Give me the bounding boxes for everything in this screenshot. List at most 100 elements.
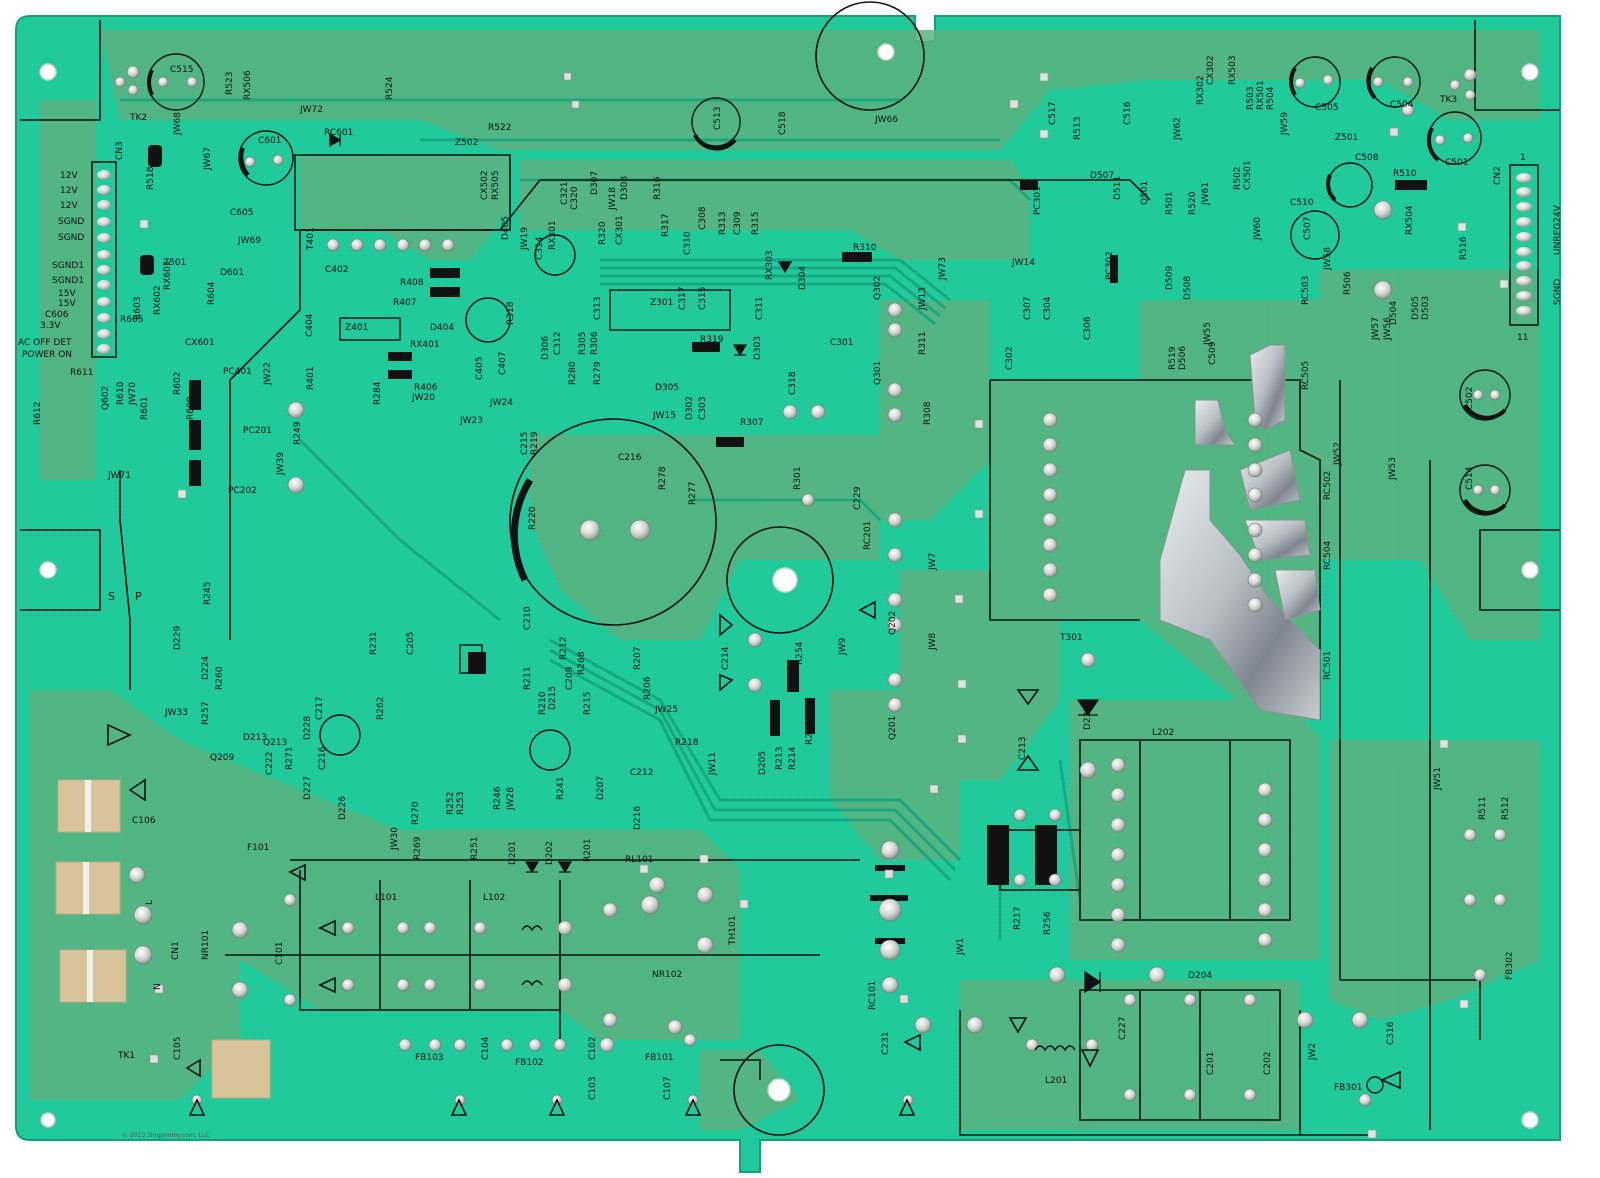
component-ref-label: JW8	[928, 632, 938, 651]
cn3-pin-label: SGND1	[52, 276, 84, 286]
component-ref-label: JW66	[874, 115, 898, 125]
component-ref-label: FB302	[1505, 951, 1515, 980]
component-ref-label: Z301	[650, 298, 673, 308]
component-ref-label: C513	[713, 107, 723, 130]
component-ref-label: D205	[758, 751, 768, 775]
component-ref-label: C317	[678, 287, 688, 310]
component-ref-label: JW30	[390, 827, 400, 851]
component-ref-label: R206	[643, 676, 653, 700]
component-ref-label: D505	[1411, 296, 1421, 320]
component-ref-label: JW59	[1280, 112, 1290, 136]
board-markers: S P TK1 TK2 TK3	[108, 95, 1457, 1061]
component-ref-label: R320	[598, 221, 608, 245]
component-ref-label: R611	[70, 368, 93, 378]
component-ref-label: RC501	[1323, 651, 1333, 680]
component-ref-label: R501	[1165, 192, 1175, 215]
component-ref-label: R504	[1266, 86, 1276, 110]
component-ref-label: C201	[1206, 1052, 1216, 1075]
component-ref-label: RC503	[1301, 276, 1311, 305]
component-ref-label: R520	[1188, 191, 1198, 215]
cn1-pin-n: N	[153, 983, 163, 990]
component-ref-label: T301	[1059, 633, 1083, 643]
component-ref-label: R605	[120, 315, 143, 325]
component-ref-label: R210	[538, 691, 548, 715]
component-ref-label: R306	[590, 331, 600, 355]
ic-outlines	[339, 289, 731, 674]
component-ref-label: JW52	[1333, 442, 1343, 466]
component-ref-label: Q602	[101, 386, 111, 410]
cn2-connector	[1509, 164, 1539, 326]
component-ref-label: TH101	[728, 916, 738, 946]
component-ref-label: C304	[1043, 296, 1053, 320]
component-ref-label: R315	[751, 212, 761, 235]
component-ref-label: Q202	[888, 611, 898, 635]
component-ref-label: C212	[630, 768, 653, 778]
cn1-labels: CN1 L N	[145, 900, 181, 990]
component-ref-label: D215	[548, 686, 558, 710]
silkscreen-lines	[20, 1, 1560, 1136]
cn3-pin-label: SGND1	[52, 261, 84, 271]
component-ref-label: R519	[1168, 346, 1178, 370]
component-ref-label: RL101	[625, 855, 653, 865]
component-ref-label: L102	[483, 893, 505, 903]
component-ref-label: C101	[275, 942, 285, 965]
cn2-ref: CN2	[1493, 166, 1503, 185]
marker-tk1: TK1	[117, 1051, 135, 1061]
smd-components	[140, 145, 1427, 944]
cn1-ref: CN1	[171, 941, 181, 960]
copper-pours	[30, 30, 1540, 1130]
component-ref-label: C301	[830, 338, 853, 348]
component-ref-label: C106	[132, 816, 156, 826]
cn3-pin-label: SGND	[58, 217, 84, 227]
cn2-pin-last: 11	[1517, 333, 1528, 343]
component-ref-label: R610	[116, 381, 126, 405]
component-ref-label: C102	[588, 1037, 598, 1060]
component-ref-label: D302	[685, 396, 695, 420]
component-ref-label: JW67	[203, 147, 213, 171]
component-ref-label: C303	[698, 397, 708, 420]
component-ref-label: C314	[535, 236, 545, 260]
component-ref-label: C216	[618, 453, 642, 463]
component-ref-label: JW22	[263, 362, 273, 386]
component-ref-label: R211	[523, 667, 533, 690]
component-ref-label: C227	[1118, 1017, 1128, 1040]
inductor-l201	[521, 925, 1076, 1052]
component-ref-label: R268	[577, 651, 587, 675]
component-ref-label: R260	[215, 666, 225, 690]
component-ref-label: D229	[173, 626, 183, 650]
smd-square-pads	[139, 72, 1509, 1139]
component-ref-label: D201	[508, 841, 518, 865]
component-ref-label: D204	[1188, 971, 1212, 981]
component-ref-label: C509	[1208, 341, 1218, 365]
component-ref-label: R305	[578, 332, 588, 355]
component-ref-label: C231	[881, 1032, 891, 1055]
component-ref-label: R518	[146, 166, 156, 190]
component-ref-label: C508	[1355, 153, 1379, 163]
cn3-pin-label: 15V	[58, 289, 76, 299]
component-ref-label: Z401	[345, 323, 368, 333]
component-ref-label: C103	[588, 1077, 598, 1100]
cn2-group-label: SGND	[1553, 279, 1563, 305]
component-ref-label: R311	[918, 332, 928, 355]
component-ref-label: R522	[488, 123, 511, 133]
cn2-labels: UNREG24V SGND CN2 1 11	[1493, 153, 1563, 343]
component-ref-label: RC601	[324, 128, 353, 138]
component-ref-label: RX602	[153, 285, 163, 315]
component-ref-label: R241	[556, 777, 566, 800]
component-ref-label: D306	[541, 336, 551, 360]
component-ref-label: C210	[523, 606, 533, 630]
component-ref-label: R318	[506, 301, 516, 325]
component-ref-label: JW14	[1011, 258, 1035, 268]
component-ref-label: C311	[755, 297, 765, 320]
cn3-pin-label: 12V	[60, 171, 78, 181]
component-ref-label: JW19	[520, 227, 530, 251]
component-ref-label: Q301	[873, 361, 883, 385]
component-ref-label: JW53	[1388, 457, 1398, 481]
component-ref-label: RC201	[863, 521, 873, 550]
component-ref-label: JW28	[506, 787, 516, 811]
component-ref-label: JW23	[459, 416, 483, 426]
component-ref-label: R249	[293, 421, 303, 445]
component-ref-label: JW11	[708, 752, 718, 776]
component-ref-label: C107	[663, 1077, 673, 1100]
component-ref-label: RX601	[163, 260, 173, 290]
